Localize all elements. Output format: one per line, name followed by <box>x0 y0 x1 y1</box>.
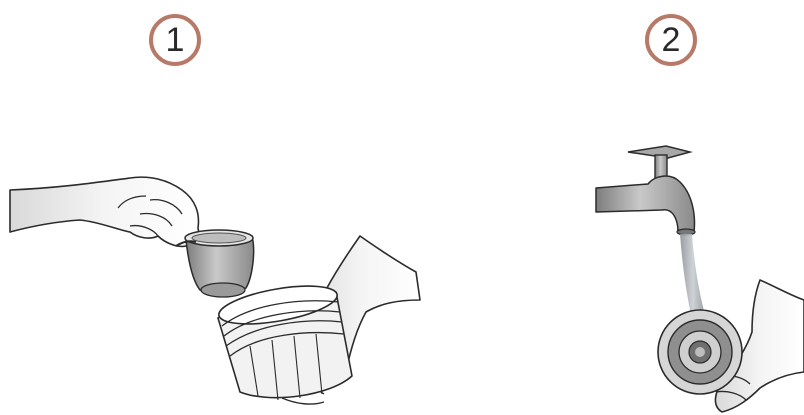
water-stream <box>680 234 706 320</box>
step-2-illustration <box>596 146 804 412</box>
left-hand-icon <box>10 177 199 246</box>
filter-cup-icon <box>176 230 254 297</box>
container-icon <box>216 279 352 400</box>
faucet-icon <box>596 146 695 235</box>
step-1-illustration <box>10 177 420 404</box>
filter-part-icon <box>658 310 742 394</box>
